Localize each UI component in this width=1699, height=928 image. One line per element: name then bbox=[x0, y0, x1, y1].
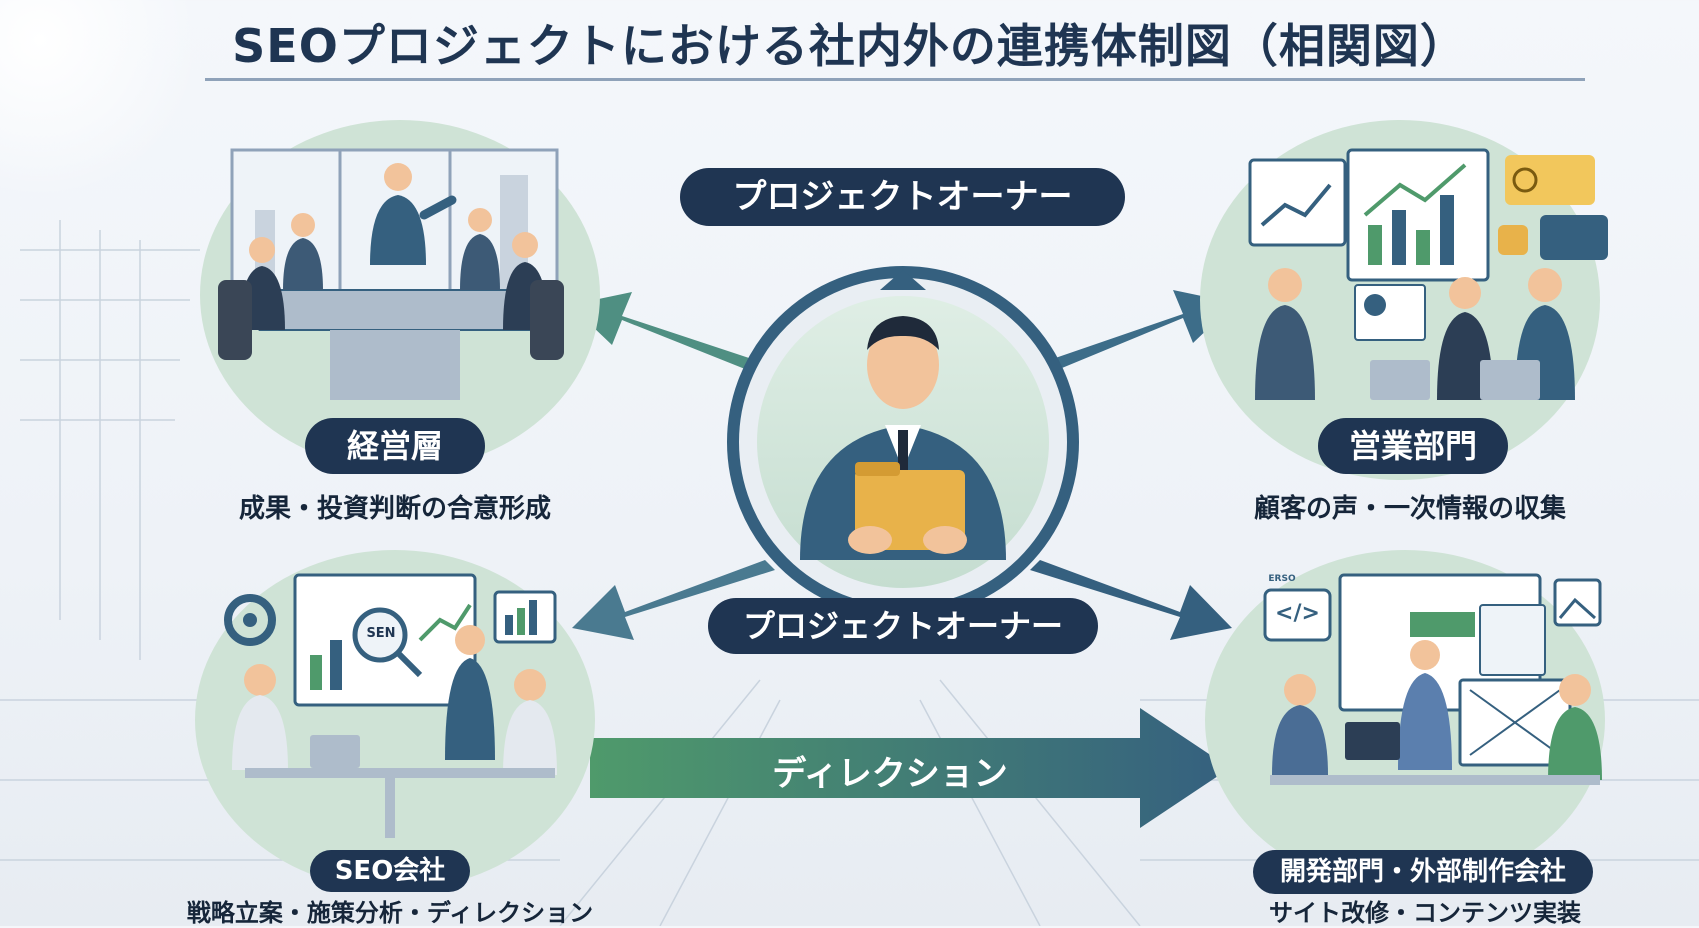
chart-icon bbox=[1248, 158, 1347, 247]
arrow-to-seo bbox=[572, 560, 775, 640]
direction-arrow-label: ディレクション bbox=[772, 754, 1008, 794]
center-owner bbox=[727, 266, 1079, 618]
seo-caption: 戦略立案・施策分析・ディレクション bbox=[186, 899, 594, 927]
background-glow bbox=[0, 0, 200, 200]
sales-caption: 顧客の声・一次情報の収集 bbox=[1253, 494, 1566, 524]
executive-label: 経営層 bbox=[305, 418, 485, 474]
executive-illustration bbox=[200, 120, 600, 470]
seo-label: SEO会社 bbox=[310, 850, 470, 892]
code-icon bbox=[1263, 588, 1332, 642]
seo-screen-text: SEN bbox=[366, 626, 396, 641]
dev-illustration bbox=[1205, 550, 1605, 890]
center-top-label: プロジェクトオーナー bbox=[680, 168, 1125, 226]
sales-label: 営業部門 bbox=[1318, 418, 1508, 474]
gear-icon bbox=[224, 594, 276, 646]
arrow-to-sales bbox=[1035, 290, 1235, 375]
center-bottom-label: プロジェクトオーナー bbox=[708, 598, 1098, 654]
thumbs-up-icon bbox=[1498, 225, 1528, 255]
chat-icon bbox=[1540, 215, 1608, 260]
dev-label: 開発部門・外部制作会社 bbox=[1253, 850, 1593, 894]
smiley-icon bbox=[1505, 155, 1595, 205]
dev-caption: サイト改修・コンテンツ実装 bbox=[1269, 899, 1581, 927]
magnifier-icon bbox=[352, 607, 408, 663]
arrow-to-dev bbox=[1030, 560, 1232, 640]
direction-arrow bbox=[590, 708, 1230, 828]
title-underline bbox=[205, 78, 1585, 81]
sales-illustration bbox=[1200, 120, 1608, 480]
page-title: SEOプロジェクトにおける社内外の連携体制図（相関図） bbox=[232, 19, 1467, 73]
arrow-to-executive bbox=[570, 292, 770, 375]
seo-illustration bbox=[195, 550, 595, 890]
dev-window-text: ERSO bbox=[1268, 574, 1296, 584]
executive-caption: 成果・投資判断の合意形成 bbox=[238, 494, 551, 524]
dev-code-symbol: </> bbox=[1275, 601, 1320, 626]
